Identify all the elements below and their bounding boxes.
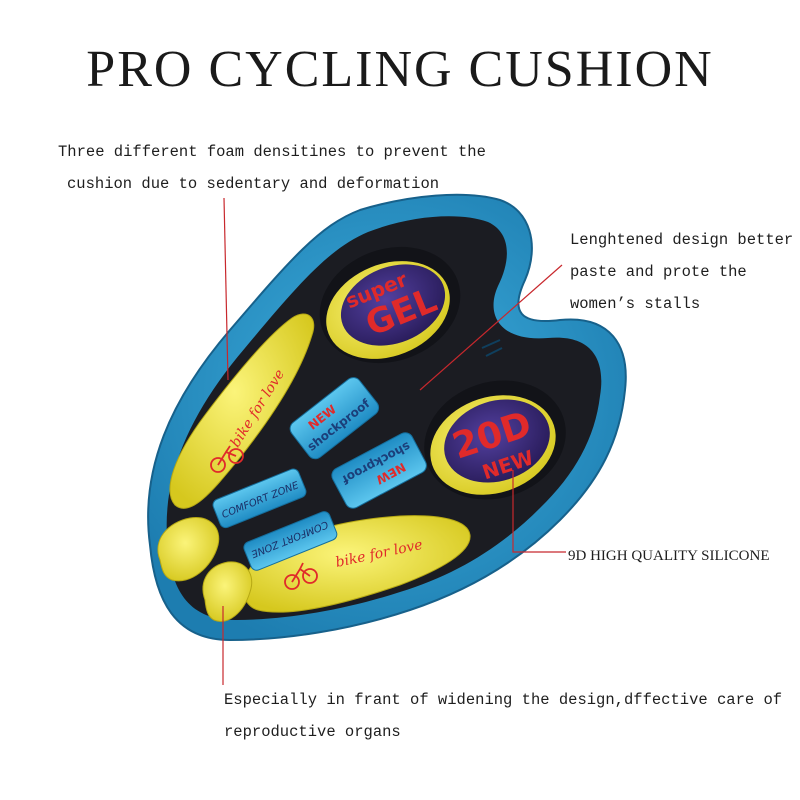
annotation-front-widening: Especially in frant of widening the desi… [224, 684, 782, 748]
leader-line-foam [223, 197, 229, 381]
front-yellow-pad-a [157, 517, 220, 582]
annotation-foam-densities: Three different foam densitines to preve… [58, 136, 486, 200]
comfort-zone-panel-b [243, 511, 338, 571]
comfort-zone-panel-a [212, 468, 307, 529]
annotation-front-line-2: reproductive organs [224, 723, 401, 741]
front-yellow-pad-b [202, 561, 253, 622]
shell-stitch-mark [481, 339, 503, 357]
leader-line-silicone [512, 470, 566, 553]
annotation-silicone: 9D HIGH QUALITY SILICONE [568, 540, 770, 572]
annotation-foam-line-1: Three different foam densitines to preve… [58, 143, 486, 161]
bike-logo-icon-b [284, 562, 318, 590]
annotation-lengthened-line-3: women’s stalls [570, 295, 701, 313]
shockproof-panel-b [331, 432, 427, 509]
cushion-base [166, 216, 602, 620]
silicone-pad-core [444, 399, 550, 483]
page-title: PRO CYCLING CUSHION [86, 41, 714, 98]
annotation-lengthened-line-1: Lenghtened design better [570, 231, 794, 249]
annotation-lengthened-design: Lenghtened design better paste and prote… [570, 224, 793, 320]
shockproof-panel-a [289, 377, 380, 460]
annotation-silicone-line-1: 9D HIGH QUALITY SILICONE [568, 548, 770, 564]
bike-logo-icon-a [210, 445, 244, 473]
leader-line-lengthened [419, 264, 563, 391]
annotation-front-line-1: Especially in frant of widening the desi… [224, 691, 783, 709]
gel-pad-core [340, 264, 446, 346]
annotation-foam-line-2: cushion due to sedentary and deformation [67, 175, 440, 193]
annotation-lengthened-line-2: paste and prote the [570, 263, 747, 281]
